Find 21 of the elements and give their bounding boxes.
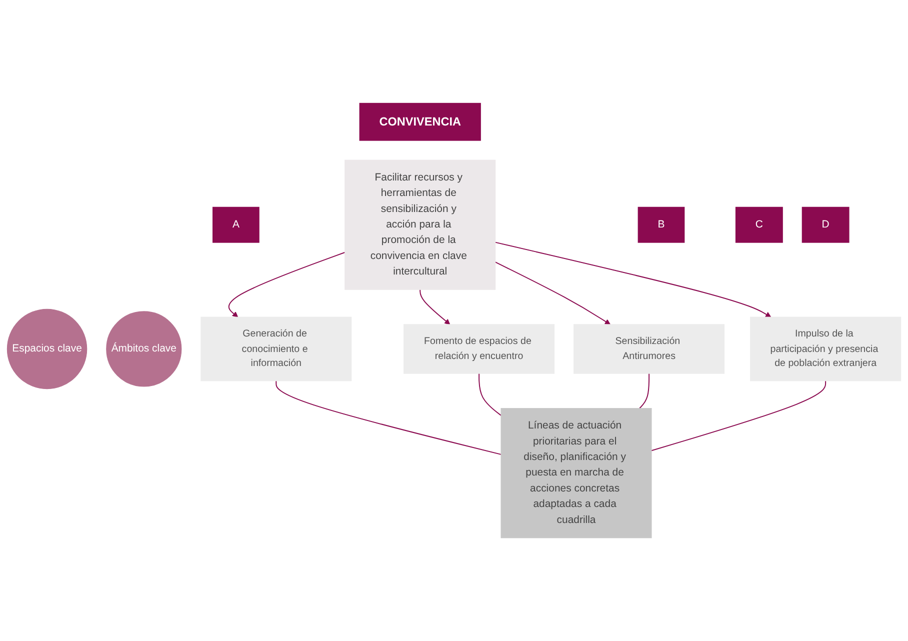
connector	[276, 380, 502, 455]
arrow	[494, 242, 772, 318]
node-circle: Espacios clave	[6, 308, 88, 390]
arrow	[228, 252, 346, 318]
node-circle: Ámbitos clave	[106, 311, 182, 387]
node-box: Impulso de la participación y presencia de población extranjera	[750, 316, 902, 382]
node-box: Fomento de espacios de relación y encuentro	[404, 324, 555, 374]
node-box: B	[638, 206, 685, 243]
node-box: Líneas de actuación prioritarias para el diseño, planificación y puesta en marcha de acciones concretas adaptadas a cada cuadrilla	[500, 408, 652, 538]
node-box: C	[735, 206, 783, 243]
node-box: Generación de conocimiento e información	[200, 316, 352, 382]
node-box: Sensibilización Antirumores	[574, 324, 725, 374]
connector	[638, 372, 650, 409]
connector	[650, 380, 826, 452]
node-box: D	[802, 206, 850, 243]
node-box: CONVIVENCIA	[359, 102, 481, 141]
connector	[478, 372, 502, 416]
node-box: A	[212, 206, 260, 243]
arrow	[420, 289, 450, 325]
arrow	[494, 262, 611, 325]
node-box: Facilitar recursos y herramientas de sensibilización y acción para la promoción de la convivencia en clave intercultural	[344, 160, 496, 290]
